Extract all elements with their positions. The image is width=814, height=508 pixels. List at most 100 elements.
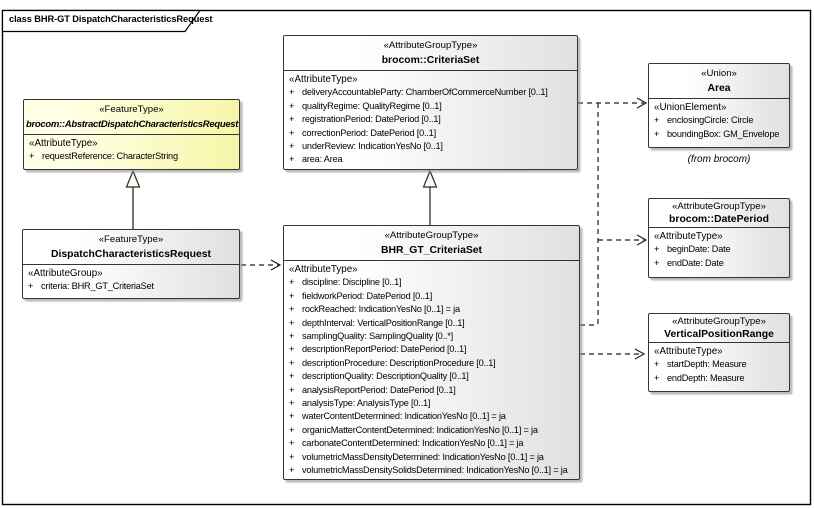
- attribute-text: startDepth: Measure: [667, 359, 747, 370]
- attribute-stereotype: «AttributeType»: [289, 74, 358, 85]
- dependency-criteriaset-to-area: [578, 97, 648, 109]
- attribute-compartment: «AttributeType» +deliveryAccountablePart…: [284, 71, 577, 167]
- attribute-compartment: «AttributeType» + requestReference: Char…: [24, 135, 239, 164]
- visibility-plus: +: [654, 257, 660, 268]
- visibility-plus: +: [289, 114, 295, 125]
- class-name: Area: [707, 83, 731, 94]
- visibility-plus: +: [289, 277, 295, 288]
- attribute-row: +depthInterval: VerticalPositionRange [0…: [289, 317, 576, 330]
- attribute-compartment: «AttributeGroup» + criteria: BHR_GT_Crit…: [23, 265, 239, 294]
- visibility-plus: +: [289, 290, 295, 301]
- class-area-union[interactable]: «Union» Area «UnionElement» +enclosingCi…: [648, 63, 790, 148]
- attribute-text: carbonateContentDetermined: IndicationYe…: [302, 438, 524, 449]
- attribute-text: volumetricMassDensityDetermined: Indicat…: [302, 451, 544, 462]
- attribute-text: endDate: Date: [667, 257, 724, 268]
- class-header: «FeatureType» brocom::AbstractDispatchCh…: [24, 100, 239, 135]
- attribute-text: descriptionQuality: DescriptionQuality […: [302, 371, 469, 382]
- attribute-text: area: Area: [302, 154, 343, 165]
- attribute-row: + qualityRegime: QualityRegime [0..1]: [289, 100, 574, 113]
- visibility-plus: +: [654, 372, 660, 383]
- attribute-row: + waterContentDetermined: IndicationYesNo…: [289, 410, 576, 423]
- visibility-plus: +: [289, 154, 295, 165]
- attribute-compartment: «AttributeType» +discipline: Discipline …: [284, 261, 579, 478]
- attribute-text: correctionPeriod: DatePeriod [0..1]: [302, 127, 436, 138]
- attribute-text: criteria: BHR_GT_CriteriaSet: [41, 281, 154, 292]
- attribute-row: +deliveryAccountableParty: ChamberOfComm…: [289, 86, 574, 99]
- class-name: brocom::AbstractDispatchCharacteristicsR…: [26, 119, 239, 130]
- generalization-bhrgt-to-criteriaset: [422, 169, 438, 225]
- attribute-row: +boundingBox: GM_Envelope: [654, 128, 786, 141]
- visibility-plus: +: [289, 141, 295, 152]
- class-name: VerticalPositionRange: [664, 329, 774, 340]
- attribute-row: + area: Area: [289, 153, 574, 166]
- visibility-plus: +: [289, 127, 295, 138]
- attribute-row: +enclosingCircle: Circle: [654, 114, 786, 127]
- visibility-plus: +: [289, 371, 295, 382]
- visibility-plus: +: [289, 411, 295, 422]
- class-header: «AttributeGroupType» VerticalPositionRan…: [649, 314, 789, 343]
- class-brocom-dateperiod[interactable]: «AttributeGroupType» brocom::DatePeriod …: [648, 198, 790, 278]
- class-bhr-gt-criteriaset[interactable]: «AttributeGroupType» BHR_GT_CriteriaSet …: [283, 225, 580, 480]
- attribute-text: waterContentDetermined: IndicationYesNo …: [302, 411, 506, 422]
- class-header: «FeatureType» DispatchCharacteristicsReq…: [23, 230, 239, 265]
- attribute-text: beginDate: Date: [667, 244, 731, 255]
- visibility-plus: +: [654, 359, 660, 370]
- attribute-row: +endDepth: Measure: [654, 372, 786, 385]
- attribute-row: + criteria: BHR_GT_CriteriaSet: [28, 280, 236, 293]
- attribute-row: +discipline: Discipline [0..1]: [289, 276, 576, 289]
- attribute-row: +descriptionProcedure: DescriptionProced…: [289, 357, 576, 370]
- class-header: «AttributeGroupType» BHR_GT_CriteriaSet: [284, 226, 579, 261]
- attribute-row: +fieldworkPeriod: DatePeriod [0..1]: [289, 290, 576, 303]
- visibility-plus: +: [289, 465, 295, 476]
- attribute-stereotype: «AttributeType»: [654, 231, 723, 242]
- visibility-plus: +: [289, 438, 295, 449]
- visibility-plus: +: [289, 344, 295, 355]
- attribute-row: +organicMatterContentDetermined: Indicat…: [289, 424, 576, 437]
- dependency-to-dateperiod: [580, 103, 648, 326]
- attribute-text: qualityRegime: QualityRegime [0..1]: [302, 100, 442, 111]
- generalization-dispatch-to-abstract: [125, 169, 141, 229]
- attribute-row: +rockReached: IndicationYesNo [0..1] = j…: [289, 303, 576, 316]
- stereotype-label: «FeatureType»: [99, 104, 164, 115]
- visibility-plus: +: [654, 128, 660, 139]
- visibility-plus: +: [289, 384, 295, 395]
- visibility-plus: +: [289, 304, 295, 315]
- visibility-plus: +: [289, 398, 295, 409]
- attribute-stereotype: «AttributeType»: [29, 138, 98, 149]
- visibility-plus: +: [29, 151, 35, 162]
- attribute-stereotype: «UnionElement»: [654, 102, 727, 113]
- class-header: «AttributeGroupType» brocom::DatePeriod: [649, 199, 789, 228]
- visibility-plus: +: [654, 244, 660, 255]
- attribute-row: + volumetricMassDensitySolidsDetermined: …: [289, 464, 576, 477]
- class-verticalpositionrange[interactable]: «AttributeGroupType» VerticalPositionRan…: [648, 313, 790, 392]
- visibility-plus: +: [289, 331, 295, 342]
- visibility-plus: +: [289, 317, 295, 328]
- attribute-row: + carbonateContentDetermined: IndicationY…: [289, 437, 576, 450]
- attribute-stereotype: «AttributeType»: [289, 264, 358, 275]
- attribute-stereotype: «AttributeGroup»: [28, 268, 103, 279]
- class-header: «Union» Area: [649, 64, 789, 99]
- attribute-text: analysisReportPeriod: DatePeriod [0..1]: [302, 384, 456, 395]
- attribute-row: + analysisReportPeriod: DatePeriod [0..1]: [289, 384, 576, 397]
- attribute-text: samplingQuality: SamplingQuality [0..*]: [302, 331, 454, 342]
- visibility-plus: +: [289, 87, 295, 98]
- visibility-plus: +: [289, 100, 295, 111]
- attribute-compartment: «UnionElement» +enclosingCircle: Circle …: [649, 99, 789, 141]
- class-abstract-dispatch-characteristics-request[interactable]: «FeatureType» brocom::AbstractDispatchCh…: [23, 99, 240, 170]
- attribute-row: + samplingQuality: SamplingQuality [0..*]: [289, 330, 576, 343]
- visibility-plus: +: [289, 357, 295, 368]
- class-dispatch-characteristics-request[interactable]: «FeatureType» DispatchCharacteristicsReq…: [22, 229, 240, 299]
- class-name: DispatchCharacteristicsRequest: [51, 249, 211, 260]
- attribute-text: volumetricMassDensitySolidsDetermined: I…: [302, 465, 568, 476]
- class-brocom-criteriaset[interactable]: «AttributeGroupType» brocom::CriteriaSet…: [283, 35, 578, 170]
- stereotype-label: «AttributeGroupType»: [672, 201, 766, 212]
- attribute-row: + requestReference: CharacterString: [29, 150, 236, 163]
- visibility-plus: +: [289, 451, 295, 462]
- attribute-compartment: «AttributeType» + beginDate: Date + endDat…: [649, 228, 789, 270]
- attribute-row: + endDate: Date: [654, 257, 786, 270]
- class-name: brocom::DatePeriod: [669, 214, 769, 225]
- attribute-row: +underReview: IndicationYesNo [0..1]: [289, 140, 574, 153]
- attribute-text: descriptionReportPeriod: DatePeriod [0..…: [302, 344, 467, 355]
- stereotype-label: «AttributeGroupType»: [672, 316, 766, 327]
